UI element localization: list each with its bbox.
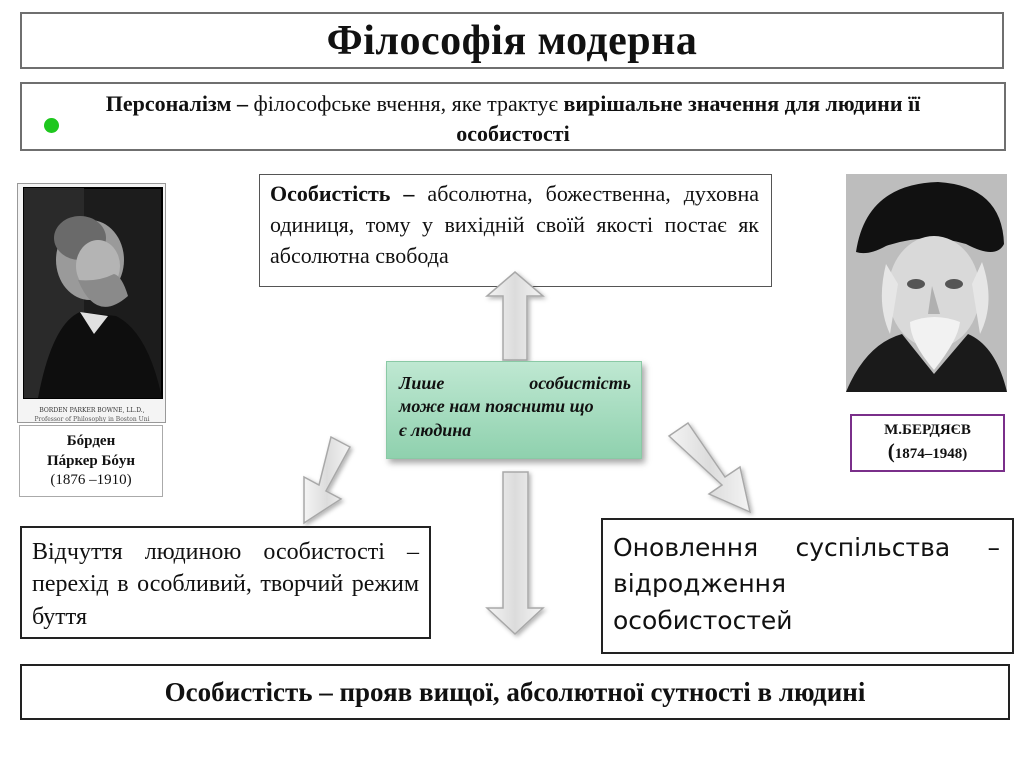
arrow-down-left-icon: [303, 435, 352, 525]
renewal-line-3: особистостей: [613, 605, 793, 635]
central-word-1: Лише: [399, 373, 445, 393]
arrow-up-icon: [484, 271, 546, 361]
arrow-down-icon: [485, 471, 545, 636]
definition-emphasis: вирішальне значення для людини її особис…: [456, 91, 921, 146]
conclusion-box: Особистість – прояв вищої, абсолютної су…: [20, 664, 1010, 720]
renewal-line-2: відродження: [613, 569, 787, 599]
definition-text: філософське вчення, яке трактує: [247, 91, 564, 116]
berdyaev-name: М.БЕРДЯЄВ: [884, 422, 971, 438]
green-bullet-icon: [44, 118, 59, 133]
berdyaev-years-line: (1874–1948): [852, 439, 1003, 464]
central-word-2: особистість: [529, 373, 631, 393]
bowne-photo-caption-1: BORDEN PARKER BOWNE, LL.D.,: [39, 407, 144, 414]
renewal-dash: –: [987, 533, 1001, 562]
personality-text: абсолютна, божественна, духовна одиниця,…: [270, 181, 759, 268]
personality-definition-box: Особистість – абсолютна, божественна, ду…: [259, 174, 772, 287]
central-line-2: може нам пояснити що: [399, 396, 594, 417]
bowne-photo-caption-2: Professor of Philosophy in Boston Uni: [34, 416, 149, 423]
definition-term: Персоналізм –: [105, 91, 248, 116]
bowne-caption: Бóрден Пáркер Бóун (1876 –1910): [19, 425, 163, 497]
berdyaev-years: 1874–1948): [894, 446, 968, 462]
berdyaev-caption: М.БЕРДЯЄВ (1874–1948): [850, 414, 1005, 472]
personality-feeling-box: Відчуття людиною особистості – перехід в…: [20, 526, 431, 639]
bowne-years: (1876 –1910): [50, 472, 132, 488]
arrow-down-right-icon: [667, 421, 752, 514]
renewal-word-2: суспільства: [795, 533, 951, 562]
personalism-definition: Персоналізм – філософське вчення, яке тр…: [20, 82, 1006, 151]
society-renewal-box: Оновлення суспільства – відродження особис…: [601, 518, 1014, 654]
bowne-name-line-1: Бóрден: [66, 433, 116, 449]
feeling-text: Відчуття людиною особистості – перехід в…: [32, 539, 419, 630]
bowne-name-line-2: Пáркер Бóун: [46, 452, 136, 469]
central-thesis-box: Лише особистість може нам пояснити що є л…: [386, 361, 642, 459]
bowne-photo-image: BORDEN PARKER BOWNE, LL.D., Professor of…: [18, 184, 165, 423]
berdyaev-photo-image: [846, 174, 1007, 392]
renewal-word-1: Оновлення: [613, 533, 759, 562]
slide-title: Філософія модерна: [20, 12, 1004, 69]
bowne-portrait: BORDEN PARKER BOWNE, LL.D., Professor of…: [17, 183, 166, 423]
central-line-3: є людина: [399, 419, 472, 440]
personality-term: Особистість –: [270, 181, 415, 206]
berdyaev-years-paren: (: [887, 439, 895, 463]
berdyaev-portrait: [846, 174, 1007, 392]
